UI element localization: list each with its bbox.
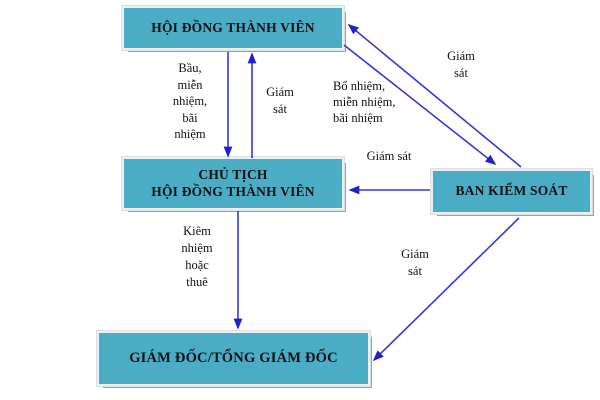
node-members-council: HỘI ĐỒNG THÀNH VIÊN xyxy=(121,5,345,51)
edge-label-supervise-board-to-council: Giám sát xyxy=(447,49,475,80)
node-director-label: GIÁM ĐỐC/TỔNG GIÁM ĐỐC xyxy=(129,350,338,367)
edge-label-elect-dismiss: Bầu, miễn nhiệm, bãi nhiệm xyxy=(172,61,208,141)
node-supervisory-board: BAN KIỂM SOÁT xyxy=(430,168,593,215)
node-chairman-label: CHỦ TỊCH HỘI ĐỒNG THÀNH VIÊN xyxy=(151,166,315,199)
node-chairman: CHỦ TỊCH HỘI ĐỒNG THÀNH VIÊN xyxy=(121,156,345,211)
edge-label-concurrent-or-hire: Kiêm nhiệm hoặc thuê xyxy=(181,224,213,289)
node-members-council-label: HỘI ĐỒNG THÀNH VIÊN xyxy=(151,19,315,35)
edge-label-appoint-dismiss: Bổ nhiệm, miễn nhiệm, bãi nhiệm xyxy=(333,79,396,125)
edge-label-supervise-board-to-director: Giám sát xyxy=(401,247,429,278)
edge-label-supervise-board-to-chairman: Giám sát xyxy=(366,149,412,163)
node-director: GIÁM ĐỐC/TỔNG GIÁM ĐỐC xyxy=(96,330,371,387)
edge-label-supervise-chairman-to-council: Giám sát xyxy=(266,85,294,116)
arrow-board-to-director-diagonal xyxy=(372,217,520,362)
node-supervisory-board-label: BAN KIỂM SOÁT xyxy=(455,183,568,199)
